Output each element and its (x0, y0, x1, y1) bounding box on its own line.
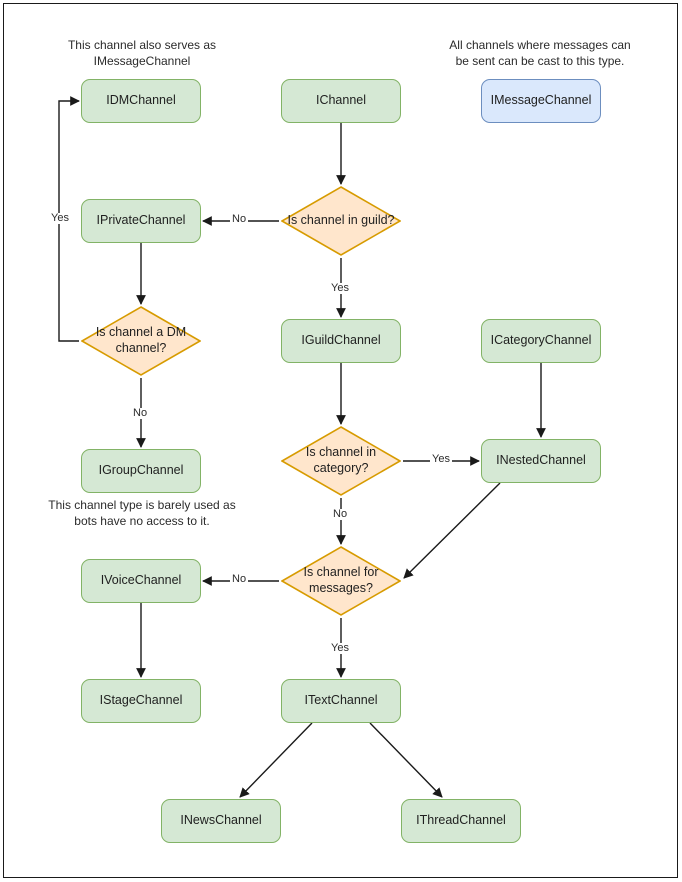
node-inestedchannel[interactable]: INestedChannel (481, 439, 601, 483)
node-label: Is channel a DM channel? (95, 325, 187, 355)
node-iprivatechannel[interactable]: IPrivateChannel (81, 199, 201, 243)
diamond-shape (81, 306, 201, 376)
node-idmchannel[interactable]: IDMChannel (81, 79, 201, 123)
edge-label-no-category: No (331, 508, 350, 520)
note-group-channel: This channel type is barely used as bots… (48, 498, 236, 528)
edge-label-no-messages: No (230, 573, 249, 585)
node-question-is-channel-for-messages[interactable]: Is channel for messages? (281, 546, 401, 616)
edge-nested-to-messages (403, 482, 501, 579)
node-ichannel[interactable]: IChannel (281, 79, 401, 123)
node-igroupchannel[interactable]: IGroupChannel (81, 449, 201, 493)
edge-label-no-dm: No (131, 407, 150, 419)
node-question-is-channel-in-guild[interactable]: Is channel in guild? (281, 186, 401, 256)
diamond-shape (281, 546, 401, 616)
node-imessagechannel[interactable]: IMessageChannel (481, 79, 601, 123)
node-iguildchannel[interactable]: IGuildChannel (281, 319, 401, 363)
edge-label-yes-category: Yes (430, 453, 452, 465)
note-dm-channel: This channel also serves as IMessageChan… (67, 38, 217, 68)
node-question-is-channel-in-category[interactable]: Is channel in category? (281, 426, 401, 496)
node-ithreadchannel[interactable]: IThreadChannel (401, 799, 521, 843)
edge-label-yes-guild: Yes (329, 282, 351, 294)
edge-label-no-guild: No (230, 213, 249, 225)
diamond-shape (281, 186, 401, 256)
node-question-is-channel-a-dm-channel[interactable]: Is channel a DM channel? (81, 306, 201, 376)
edge-label-yes-dm: Yes (49, 212, 71, 224)
note-message-channel: All channels where messages can be sent … (449, 38, 631, 68)
node-ivoicechannel[interactable]: IVoiceChannel (81, 559, 201, 603)
node-label: Is channel in guild? (287, 213, 395, 228)
diamond-shape (281, 426, 401, 496)
node-label: Is channel for messages? (303, 565, 379, 595)
node-inewschannel[interactable]: INewsChannel (161, 799, 281, 843)
edge-label-yes-messages: Yes (329, 642, 351, 654)
node-itextchannel[interactable]: ITextChannel (281, 679, 401, 723)
node-istagechannel[interactable]: IStageChannel (81, 679, 201, 723)
node-label: Is channel in category? (305, 445, 377, 475)
edge-text-to-thread (369, 722, 443, 798)
node-icategorychannel[interactable]: ICategoryChannel (481, 319, 601, 363)
edge-text-to-news (239, 722, 313, 798)
